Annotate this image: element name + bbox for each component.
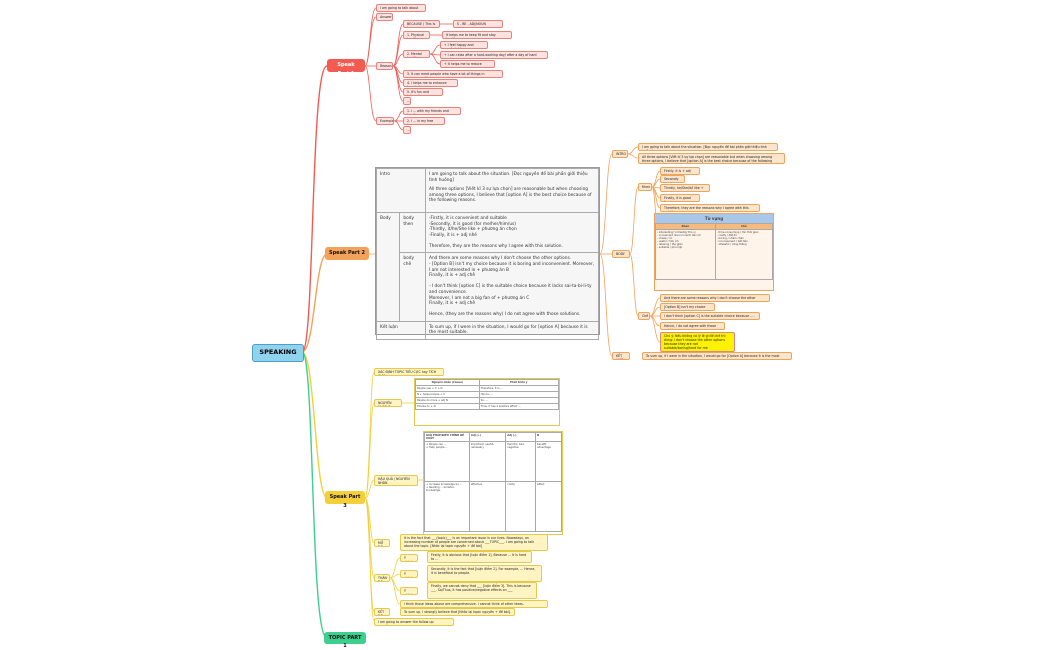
p2-che-4[interactable]: Hence, I do not agree with those solutio… — [660, 322, 725, 330]
p2-conclusion-label[interactable]: KẾT LUẬN — [612, 352, 630, 360]
p1-example-2[interactable]: 2. I ... in my free time. — [403, 117, 445, 125]
p3-mini2-r1c1: + People can ... + Help people ... — [424, 441, 470, 482]
p1-because[interactable]: BECAUSE / This is because ... . — [403, 20, 440, 28]
p3-mini1-r4c1: Thanks to + N — [415, 403, 480, 410]
p2-body-label[interactable]: BODY — [612, 250, 630, 258]
p2-table-body-label: Body — [375, 212, 401, 322]
p1-reason-3[interactable]: 3. It can meet people who have a lot of … — [403, 70, 503, 78]
p3-mo-bai[interactable]: It is the fact that ___(topic)___ is an … — [400, 534, 548, 551]
p3-mini1-r4c2: Thus, it has a positive effect ... — [478, 403, 560, 410]
p2-table-intro: I am going to talk about the situation. … — [425, 168, 599, 213]
p2-table-intro-1: I am going to talk about the situation. … — [429, 172, 588, 183]
p2-vocab-title: Từ vựng — [655, 214, 773, 223]
part2-template-table: Intro I am going to talk about the situa… — [375, 167, 600, 340]
p1-mental-sub-2[interactable]: + I can relax after a hard-working day/ … — [440, 51, 548, 59]
p1-physical-sub[interactable]: It helps me to keep fit and stay healthy… — [442, 31, 512, 39]
p1-reason-5[interactable]: 5. It's fun and interesting — [403, 88, 443, 96]
p1-reason-6[interactable]: ... — [403, 97, 411, 105]
p3-y1[interactable]: Firstly, it is obvious that [luận điểm 1… — [427, 551, 532, 563]
p1-answer[interactable]: Answer — [376, 13, 393, 21]
p3-mini2-r2c3: costly — [505, 481, 537, 532]
branch-speak-part-3[interactable]: Speak Part 3 — [325, 491, 365, 509]
p3-y2-label[interactable]: Ý chính 2 — [400, 570, 418, 578]
p2-khen-2[interactable]: Secondly ... . — [660, 175, 685, 183]
p2-table-body-then: -Firstly, it is convenient and suitable … — [425, 211, 599, 254]
p3-mini2-r1c4: benefit, advantage — [535, 441, 562, 482]
p2-vocab-che: - time-consuming / tốn thời gian - costl… — [714, 229, 774, 280]
p2-intro-1[interactable]: I am going to talk about the situation. … — [638, 143, 778, 151]
p2-table-conclusion-label: Kết luận — [376, 320, 426, 340]
p1-mental-sub-3[interactable]: + It helps me to reduce stress. — [440, 60, 495, 68]
p3-ket-bai-label[interactable]: KẾT BÀI — [374, 608, 390, 616]
p3-mini2-r1c3: harmful, bad, negative — [505, 441, 537, 482]
p1-example-3[interactable]: ... — [403, 126, 411, 134]
p1-example-1[interactable]: 1. I ... with my friends and family — [403, 107, 461, 115]
p3-y4[interactable]: I think those ideas above are comprehens… — [400, 600, 548, 608]
p3-mini2-head-3: Adj (-) — [505, 432, 537, 442]
p3-hau-qua[interactable]: HẬU QUẢ / NGUYÊN NHÂN — [374, 475, 418, 486]
p1-reason[interactable]: Reason — [376, 62, 393, 70]
p2-table-conclusion: To sum up, if I were in the situation, I… — [425, 320, 599, 340]
p2-khen-3[interactable]: Thirdly, he/She/it/I like + ... . — [660, 184, 710, 192]
p3-than-bai-label[interactable]: THÂN BÀI — [374, 574, 390, 582]
p2-khen-4[interactable]: Finally, it is good for + ... . — [660, 194, 700, 202]
p3-mini2-head-2: Adj (+) — [468, 432, 507, 442]
p3-nguyen-nhan[interactable]: NGUYÊN NHÂN T — [374, 399, 402, 407]
p2-che-note[interactable]: Chú ý: Nếu không có lý lẽ gì để chê thì … — [660, 332, 735, 352]
p2-table-intro-label: Intro — [376, 168, 426, 213]
root-node[interactable]: SPEAKING — [252, 344, 304, 362]
branch-topic-part-1[interactable]: TOPIC PART 1 — [324, 632, 366, 649]
p3-mini2-r2c2: effective — [468, 481, 507, 532]
p2-che-1[interactable]: And there are some reasons why I don't c… — [660, 294, 770, 302]
p3-ket-bai[interactable]: To sum up, I strongly believe that [Nhắc… — [400, 608, 515, 616]
p3-mini2-r2c4: effect — [535, 481, 562, 532]
p2-intro-label[interactable]: INTRO — [612, 150, 628, 158]
p3-mini2-head-4: N — [535, 432, 562, 442]
branch-speak-part-2[interactable]: Speak Part 2 — [325, 247, 369, 260]
p3-y2[interactable]: Secondly, it is the fact that [luận điểm… — [427, 565, 542, 582]
p2-conclusion[interactable]: To sum up, if I were in the situation, I… — [642, 352, 792, 360]
p1-mental[interactable]: 2. Mental health — [403, 50, 430, 58]
p1-physical[interactable]: 1. Physical health — [403, 31, 430, 39]
p2-vocab-table: Từ vựng Khen Chê - interesting/ 'ɪntrəst… — [654, 213, 774, 291]
p1-because-alt[interactable]: S - BE - ADJ/NOUN — [453, 20, 503, 28]
p3-mini2-head-1: GIẢI PHÁP/ĐIỀU CHỈNH ĐỀ XUẤT — [424, 432, 470, 442]
p1-example[interactable]: Example — [376, 117, 394, 125]
p2-table-body-che: And there are some reasons why I don't c… — [425, 252, 599, 322]
p1-mental-sub-1[interactable]: + I feel happy and comfortable. — [440, 41, 488, 49]
p1-intro[interactable]: I am going to talk about ... . — [376, 4, 426, 12]
p2-che-2[interactable]: [Option B] isn't my choice because ... . — [660, 303, 715, 311]
p2-che-label[interactable]: Chê — [638, 312, 650, 320]
p3-y3[interactable]: Finally, we cannot deny that ___ [luận đ… — [427, 582, 537, 599]
p2-khen-1[interactable]: Firstly, it is + adj khen — [660, 167, 700, 175]
p3-final[interactable]: I am going to answer the follow-up quest… — [374, 618, 454, 626]
p2-khen-label[interactable]: Khen — [638, 183, 652, 191]
p3-mini2-r1c2: important, useful, necessary — [468, 441, 507, 482]
p2-table-body-che-label: body chê — [399, 252, 426, 322]
p2-che-3[interactable]: I don't think [option C] is the suitable… — [660, 312, 760, 320]
p3-y1-label[interactable]: Ý chính 1 — [400, 554, 418, 562]
p3-mo-bai-label[interactable]: MỞ BÀI — [374, 539, 390, 547]
p3-effect-table: GIẢI PHÁP/ĐIỀU CHỈNH ĐỀ XUẤT Adj (+) Adj… — [423, 431, 563, 535]
p2-khen-5[interactable]: Therefore, they are the reasons why I ag… — [660, 204, 760, 212]
p2-intro-2[interactable]: All three options [Viết kĩ 3 sự lựa chọn… — [638, 153, 785, 164]
p3-cause-table: Nguyên nhân (Cause) Phát triển ý People … — [414, 378, 560, 426]
p3-head[interactable]: XÁC ĐỊNH TOPIC TIÊU CỰC hay TÍCH CỰC — [374, 368, 444, 376]
p3-y3-label[interactable]: Ý chính 3 — [400, 587, 418, 595]
p2-vocab-khen: - interesting/ 'ɪntrəstɪŋ/ thú vị - conv… — [655, 229, 716, 280]
p3-mini2-r2c1: + Increase knowledge by ... + Reading ..… — [424, 481, 470, 532]
p2-table-intro-2: All three options [Viết kĩ 3 sự lựa chọn… — [429, 187, 592, 204]
branch-speak-part-1[interactable]: Speak Part 1 — [327, 59, 365, 77]
p1-reason-4[interactable]: 4. I helps me to enhance knowledge. — [403, 79, 458, 87]
p2-table-body-then-label: body then — [399, 211, 426, 254]
